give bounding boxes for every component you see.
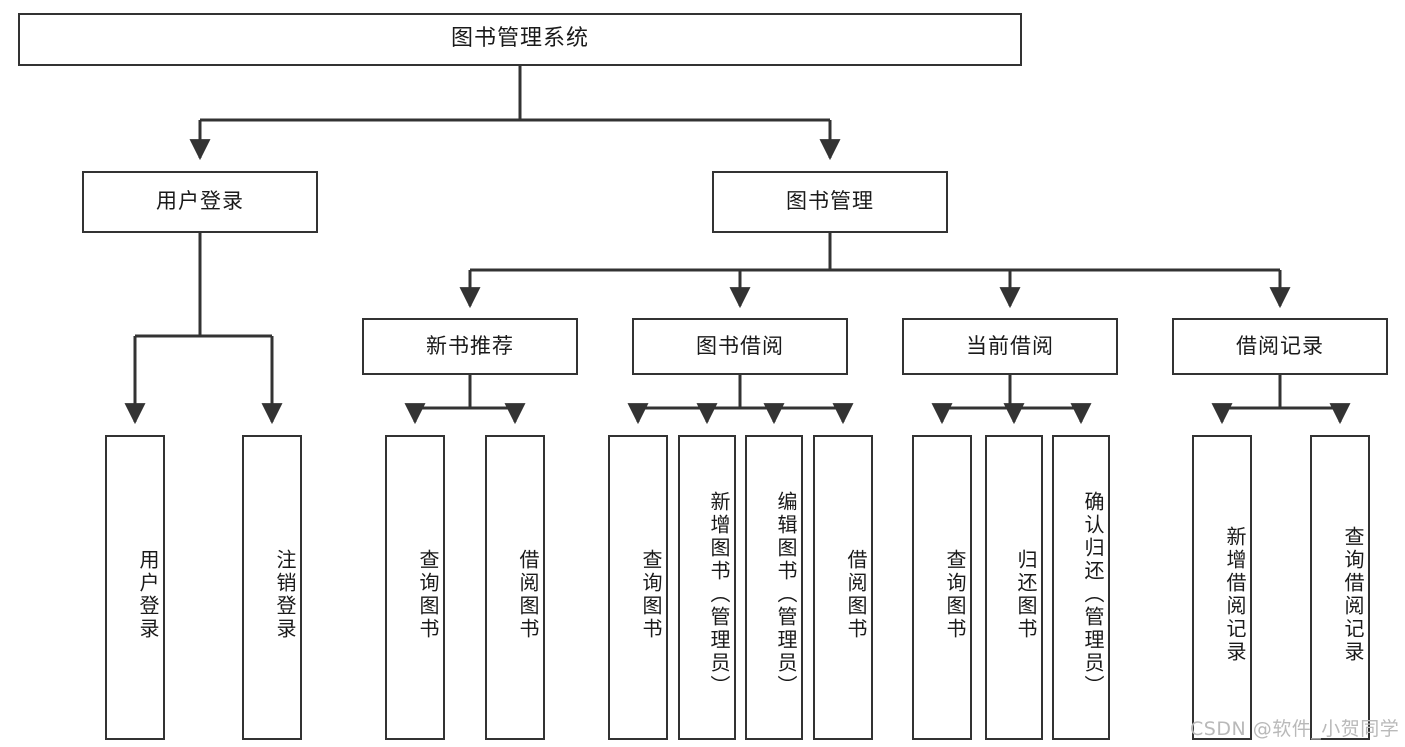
leaf-edit-book[interactable]: 编辑图书（管理员） [745,435,803,740]
leaf-query-book-2[interactable]: 查询图书 [608,435,668,740]
leaf-confirm-return-label: 确认归还（管理员） [1081,491,1105,698]
node-root[interactable]: 图书管理系统 [18,13,1022,66]
node-root-label: 图书管理系统 [450,26,589,52]
node-book-borrow-label: 图书借阅 [696,333,784,358]
leaf-borrow-book-1-label: 借阅图书 [516,548,540,641]
node-book-manage-label: 图书管理 [786,189,874,214]
node-borrow-record-label: 借阅记录 [1236,333,1324,358]
leaf-borrow-book-2-label: 借阅图书 [844,548,868,641]
leaf-return-book-label: 归还图书 [1014,548,1038,641]
leaf-user-login-label: 用户登录 [136,548,160,641]
leaf-return-book[interactable]: 归还图书 [985,435,1043,740]
leaf-user-login[interactable]: 用户登录 [105,435,165,740]
leaf-add-book-label: 新增图书（管理员） [707,491,731,698]
node-user-login[interactable]: 用户登录 [82,171,318,233]
leaf-logout-label: 注销登录 [273,548,297,641]
leaf-logout[interactable]: 注销登录 [242,435,302,740]
csdn-watermark: CSDN @软件_小贺同学 [1190,718,1400,740]
node-borrow-record[interactable]: 借阅记录 [1172,318,1388,375]
leaf-add-record-label: 新增借阅记录 [1223,525,1247,664]
leaf-borrow-book-2[interactable]: 借阅图书 [813,435,873,740]
leaf-query-book-2-label: 查询图书 [639,548,663,641]
leaf-edit-book-label: 编辑图书（管理员） [774,491,798,698]
node-new-book-recommend-label: 新书推荐 [426,333,514,358]
leaf-confirm-return[interactable]: 确认归还（管理员） [1052,435,1110,740]
leaf-borrow-book-1[interactable]: 借阅图书 [485,435,545,740]
node-book-manage[interactable]: 图书管理 [712,171,948,233]
node-new-book-recommend[interactable]: 新书推荐 [362,318,578,375]
leaf-add-book[interactable]: 新增图书（管理员） [678,435,736,740]
leaf-query-book-1-label: 查询图书 [416,548,440,641]
leaf-query-book-3[interactable]: 查询图书 [912,435,972,740]
leaf-query-record-label: 查询借阅记录 [1341,525,1365,664]
node-current-borrow[interactable]: 当前借阅 [902,318,1118,375]
leaf-query-book-3-label: 查询图书 [943,548,967,641]
node-book-borrow[interactable]: 图书借阅 [632,318,848,375]
node-current-borrow-label: 当前借阅 [966,333,1054,358]
node-user-login-label: 用户登录 [156,189,244,214]
leaf-query-book-1[interactable]: 查询图书 [385,435,445,740]
leaf-query-record[interactable]: 查询借阅记录 [1310,435,1370,740]
leaf-add-record[interactable]: 新增借阅记录 [1192,435,1252,740]
